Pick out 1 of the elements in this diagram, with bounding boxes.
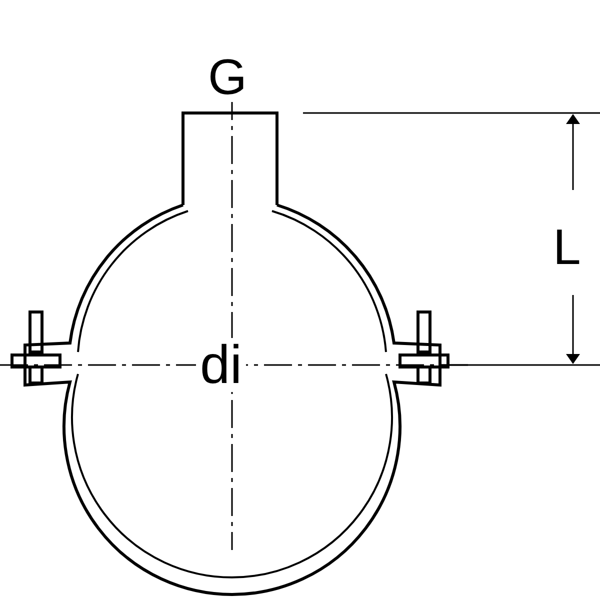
dimension-label: di [196,338,246,392]
